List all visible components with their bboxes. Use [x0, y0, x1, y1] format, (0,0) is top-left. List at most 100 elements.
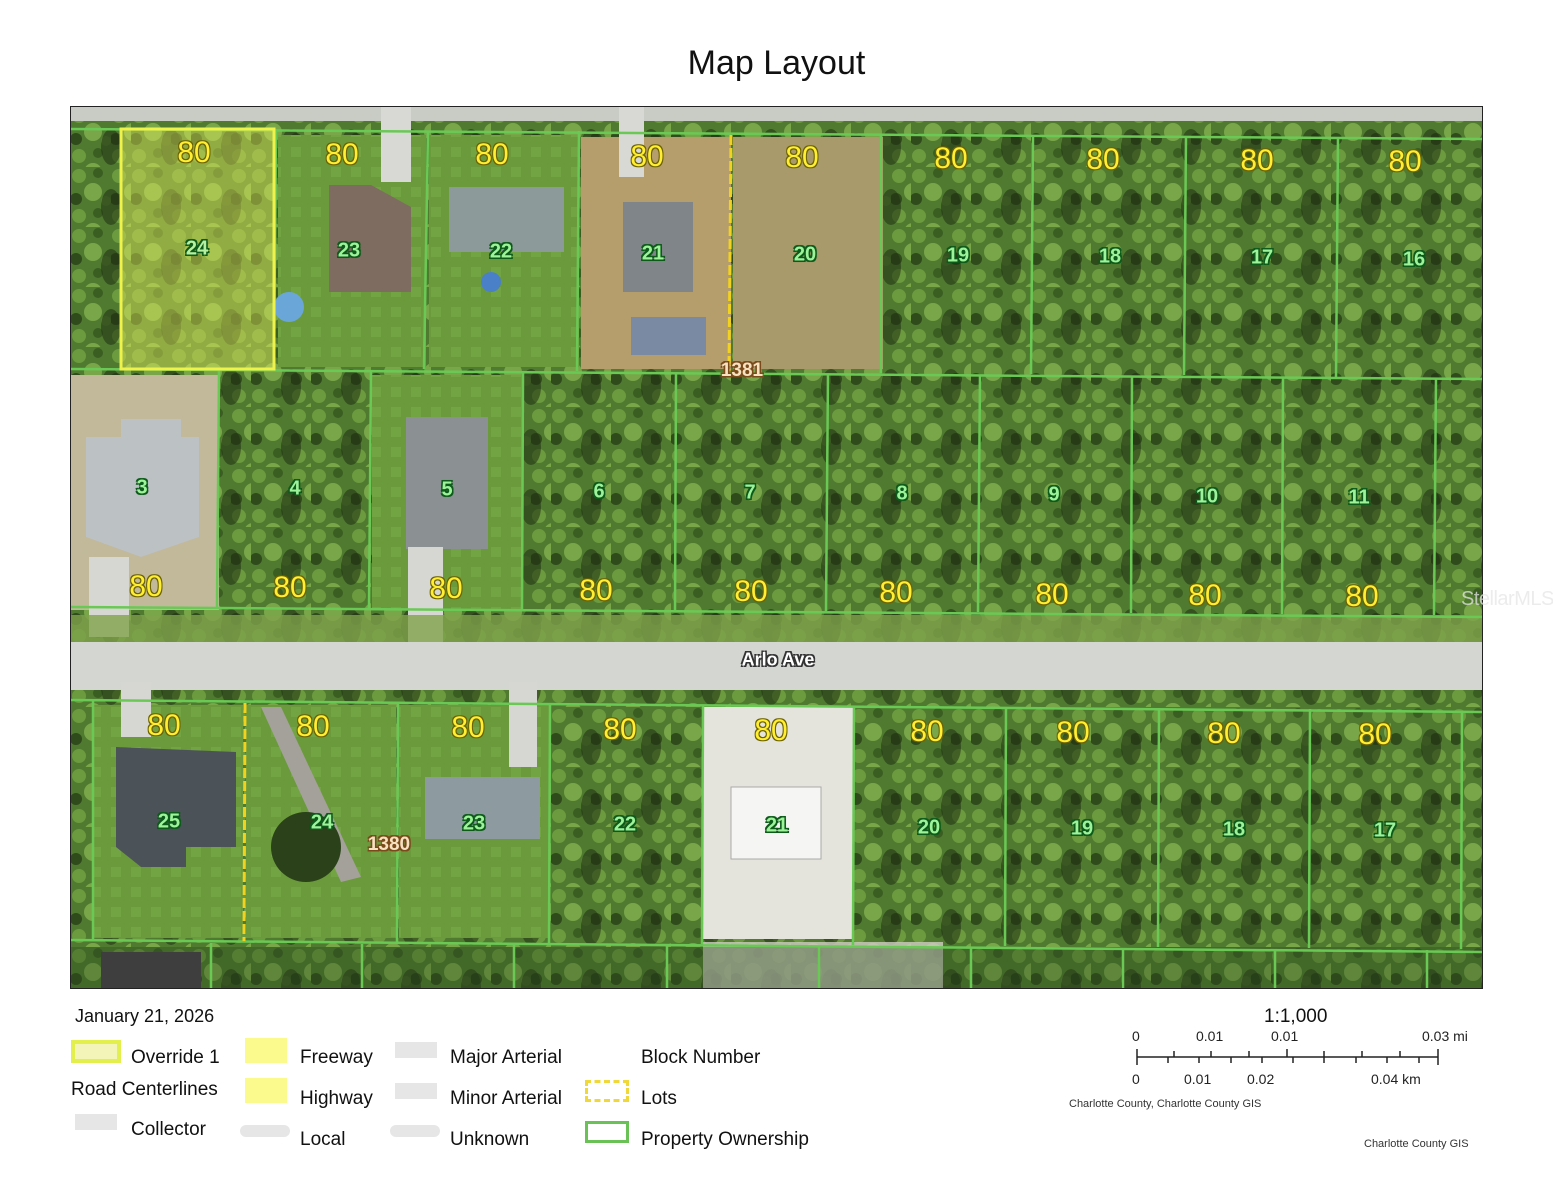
dimension-label: 80 [879, 576, 913, 609]
scale-km-label: 0.02 [1247, 1071, 1275, 1087]
lot-number[interactable]: 22 [613, 813, 637, 836]
map-canvas[interactable]: 80 80 80 80 80 80 80 80 80 24 23 22 21 2… [70, 106, 1483, 989]
lot-number[interactable]: 10 [1195, 485, 1219, 508]
legend-road-centerlines: Road Centerlines [71, 1079, 218, 1100]
dimension-label: 80 [177, 136, 211, 169]
property-lines [71, 127, 1482, 988]
dimension-label: 80 [475, 138, 509, 171]
dimension-label: 80 [325, 138, 359, 171]
lot-number[interactable]: 5 [441, 478, 453, 501]
dimension-label: 80 [273, 571, 307, 604]
dimension-label: 80 [1388, 145, 1422, 178]
lot-number[interactable]: 22 [489, 240, 513, 263]
legend-collector: Collector [131, 1119, 206, 1140]
dimension-label: 80 [910, 715, 944, 748]
legend-unknown: Unknown [450, 1129, 530, 1150]
scale-ratio: 1:1,000 [1264, 1006, 1328, 1027]
dimension-label: 80 [429, 572, 463, 605]
lot-number[interactable]: 3 [136, 476, 148, 499]
dimension-label: 80 [1240, 144, 1274, 177]
dimension-label: 80 [579, 574, 613, 607]
legend-override: Override 1 [131, 1047, 220, 1068]
legend-highway: Highway [300, 1088, 373, 1109]
dimension-label: 80 [296, 710, 330, 743]
override-swatch [71, 1040, 121, 1063]
lot-number[interactable]: 20 [917, 816, 941, 839]
collector-swatch [75, 1114, 117, 1130]
dimension-label: 80 [1345, 580, 1379, 613]
legend-block-number: Block Number [641, 1047, 761, 1068]
lot-number[interactable]: 24 [310, 811, 334, 834]
dimension-label: 80 [1188, 579, 1222, 612]
lot-number[interactable]: 21 [641, 242, 665, 265]
unknown-swatch [390, 1125, 440, 1137]
dimension-label: 80 [147, 709, 181, 742]
watermark: StellarMLS [1461, 588, 1553, 610]
lot-number[interactable]: 25 [157, 810, 181, 833]
legend-minor-arterial: Minor Arterial [450, 1088, 562, 1109]
lot-number[interactable]: 21 [765, 814, 789, 837]
lot-number[interactable]: 19 [1070, 817, 1094, 840]
local-swatch [240, 1125, 290, 1137]
dimension-label: 80 [934, 142, 968, 175]
dimension-label: 80 [630, 140, 664, 173]
lots-swatch [585, 1080, 629, 1102]
lot-number[interactable]: 20 [793, 243, 817, 266]
map-date: January 21, 2026 [75, 1006, 215, 1026]
minor-arterial-swatch [395, 1083, 437, 1099]
lot-number[interactable]: 7 [744, 481, 756, 504]
highway-swatch [245, 1078, 287, 1103]
freeway-swatch [245, 1038, 287, 1063]
major-arterial-swatch [395, 1042, 437, 1058]
dimension-label: 80 [1358, 718, 1392, 751]
scale-mi-label: 0.01 [1271, 1028, 1299, 1044]
dimension-label: 80 [734, 575, 768, 608]
lot-number-selected[interactable]: 24 [185, 237, 209, 260]
footer-credit: Charlotte County GIS [1364, 1138, 1469, 1150]
scale-mi-label: 0.03 mi [1422, 1028, 1468, 1044]
dimension-label: 80 [1207, 717, 1241, 750]
dimension-label: 80 [1086, 143, 1120, 176]
lot-lines [242, 134, 733, 942]
lot-number[interactable]: 18 [1098, 245, 1122, 268]
legend-freeway: Freeway [300, 1047, 373, 1068]
dimension-label: 80 [1035, 578, 1069, 611]
lot-number[interactable]: 8 [896, 482, 908, 505]
legend-local: Local [300, 1129, 346, 1150]
scale-km-label: 0.04 km [1371, 1071, 1421, 1087]
dimension-label: 80 [129, 570, 163, 603]
dimension-label: 80 [451, 711, 485, 744]
lot-number[interactable]: 17 [1250, 246, 1274, 269]
selected-parcel-fill [121, 129, 274, 369]
dimension-label: 80 [1056, 716, 1090, 749]
block-number: 1380 [367, 834, 411, 855]
lot-number[interactable]: 18 [1222, 818, 1246, 841]
road-label: Arlo Ave [741, 649, 815, 670]
lot-number[interactable]: 16 [1402, 248, 1426, 271]
lot-number[interactable]: 19 [946, 244, 970, 267]
scale-km-label: 0.01 [1184, 1071, 1212, 1087]
legend-property-ownership: Property Ownership [641, 1129, 809, 1150]
scale-bar [1136, 1049, 1439, 1065]
lot-number[interactable]: 4 [289, 477, 301, 500]
dimension-label: 80 [603, 713, 637, 746]
legend-lots: Lots [641, 1088, 677, 1109]
lot-number[interactable]: 6 [593, 480, 605, 503]
map-title: Map Layout [687, 44, 866, 82]
lot-number[interactable]: 23 [337, 239, 361, 262]
property-ownership-swatch [585, 1121, 629, 1143]
lot-number[interactable]: 9 [1048, 483, 1060, 506]
block-number: 1381 [720, 360, 764, 381]
aerial-imagery [71, 107, 1482, 988]
scale-mi-label: 0.01 [1196, 1028, 1224, 1044]
scale-km-label: 0 [1132, 1071, 1140, 1087]
dimension-label: 80 [785, 141, 819, 174]
lot-number[interactable]: 23 [462, 812, 486, 835]
lot-number[interactable]: 11 [1348, 486, 1370, 509]
scale-mi-label: 0 [1132, 1028, 1140, 1044]
legend-major-arterial: Major Arterial [450, 1047, 562, 1068]
source-credit: Charlotte County, Charlotte County GIS [1069, 1098, 1262, 1110]
dimension-label: 80 [754, 714, 788, 747]
selected-parcel-outline [119, 127, 276, 371]
lot-number[interactable]: 17 [1373, 819, 1397, 842]
